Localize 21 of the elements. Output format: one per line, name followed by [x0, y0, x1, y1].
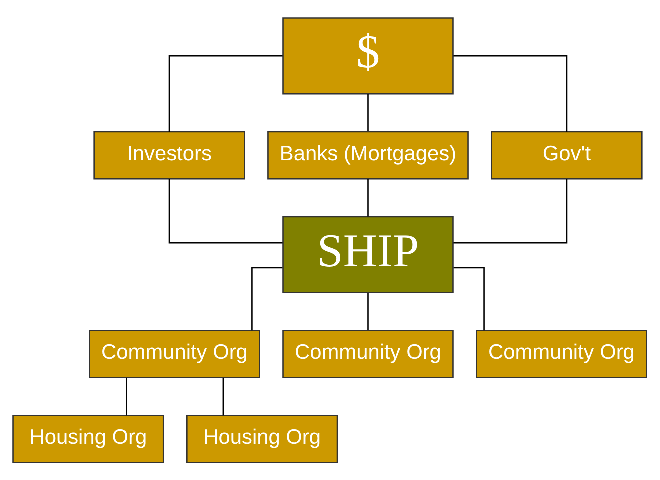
connector — [454, 178, 568, 244]
connector — [454, 55, 568, 132]
connector — [252, 266, 283, 330]
node-box: Banks (Mortgages) — [268, 130, 469, 180]
connector — [368, 292, 369, 330]
connector — [168, 178, 283, 244]
node-box: Community Org — [89, 330, 260, 378]
node-box: Community Org — [282, 330, 454, 378]
connector — [126, 377, 128, 416]
connector — [222, 377, 224, 416]
connector — [368, 178, 369, 216]
node-box: Community Org — [476, 330, 648, 378]
node-box: Gov't — [491, 130, 643, 180]
node-box: SHIP — [282, 216, 454, 293]
node-box: Housing Org — [186, 414, 338, 463]
connector — [454, 266, 485, 330]
node-box: Investors — [94, 130, 246, 180]
connector — [368, 94, 369, 131]
node-box: Housing Org — [12, 414, 164, 463]
node-box: $ — [282, 17, 454, 94]
connector — [168, 55, 283, 132]
